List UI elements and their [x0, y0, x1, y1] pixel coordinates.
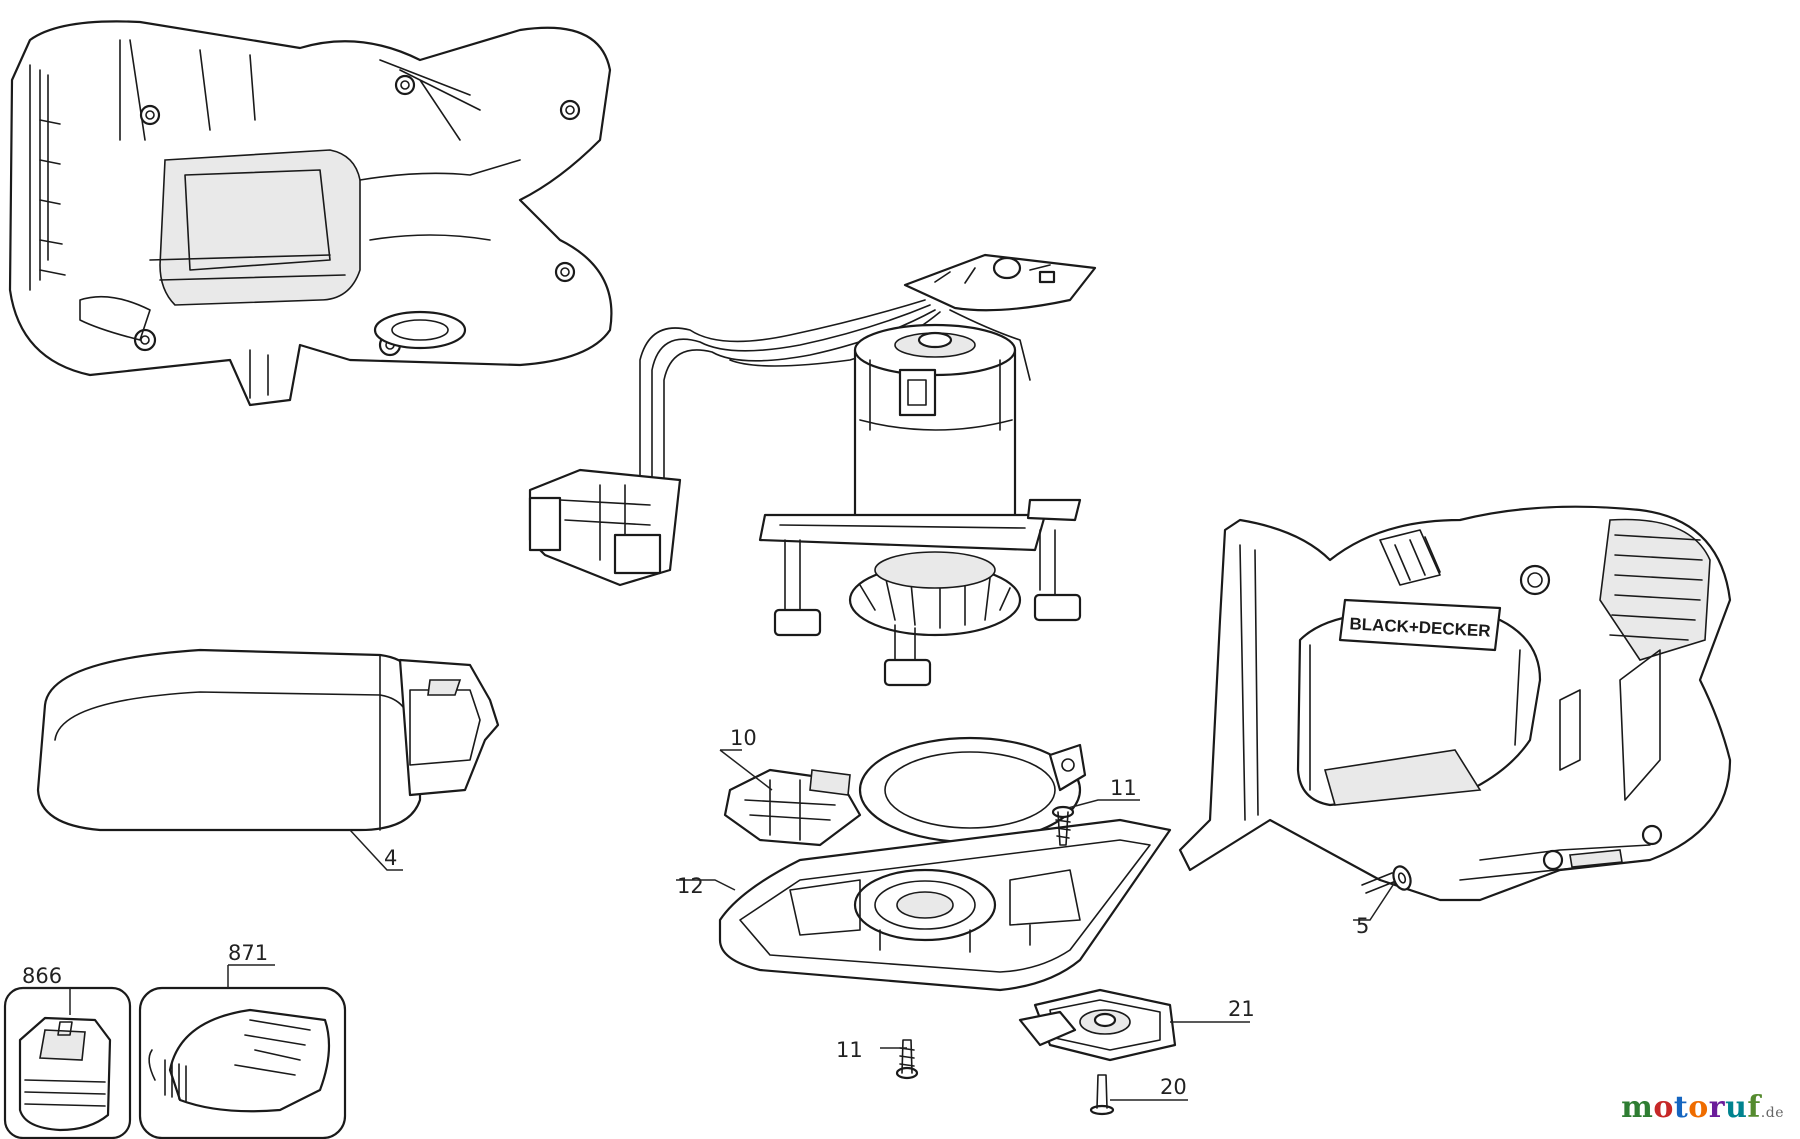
label-switch-assembly: 10 — [730, 726, 757, 750]
label-battery-pack: 4 — [384, 846, 397, 870]
switch-assembly — [723, 736, 1087, 847]
battery-pack — [36, 648, 500, 832]
label-platen-clamp: 21 — [1228, 997, 1255, 1021]
battery-accessory — [3, 986, 132, 1139]
watermark-letter: f — [1747, 1090, 1761, 1125]
sanding-platen — [718, 818, 1172, 992]
platen-clamp — [1018, 988, 1177, 1062]
screw-upper — [1051, 805, 1075, 846]
screw-lower — [895, 1039, 919, 1080]
label-screw-lower: 11 — [836, 1038, 863, 1062]
housing-half — [8, 20, 613, 407]
motor-assembly — [528, 253, 1097, 687]
label-screw-upper: 11 — [1110, 776, 1137, 800]
watermark-suffix: .de — [1760, 1105, 1784, 1121]
label-charger-accessory: 871 — [228, 941, 268, 965]
part-labels: 4 5 10 11 12 11 21 20 866 871 — [22, 726, 1369, 1099]
tool-body: BLACK+DECKER — [1178, 505, 1732, 902]
label-battery-accessory: 866 — [22, 964, 62, 988]
watermark-logo: motoruf.de — [1621, 1090, 1784, 1125]
charger-accessory — [138, 986, 347, 1139]
watermark-letter: o — [1688, 1090, 1709, 1125]
bolt — [1361, 865, 1412, 894]
watermark-letter: o — [1653, 1090, 1674, 1125]
leader-lines — [22, 749, 1396, 1101]
watermark-letter: r — [1708, 1090, 1726, 1125]
watermark-letter: u — [1725, 1090, 1748, 1125]
label-pin: 20 — [1160, 1075, 1187, 1099]
pin — [1089, 1074, 1115, 1116]
watermark-letter: t — [1673, 1090, 1689, 1125]
label-sanding-platen: 12 — [677, 874, 704, 898]
label-bolt: 5 — [1356, 914, 1369, 938]
watermark-letter: m — [1621, 1090, 1654, 1125]
